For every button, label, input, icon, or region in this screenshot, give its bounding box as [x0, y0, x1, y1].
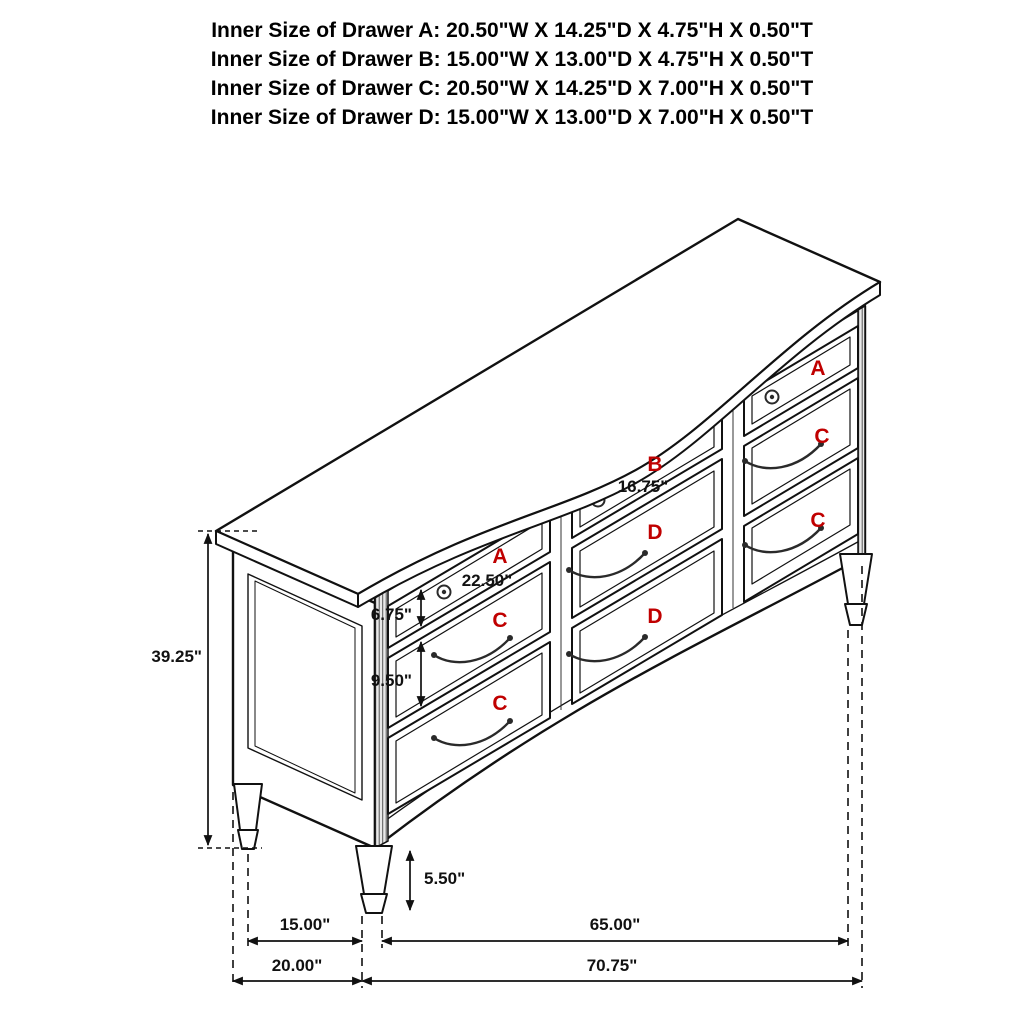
dresser-body — [214, 217, 882, 914]
dim-overall-height: 39.25" — [151, 647, 202, 666]
drawer-bail-handle-icon — [742, 525, 824, 554]
dim-top-drawer-height: 6.75" — [371, 605, 412, 624]
drawer-label-a-right: A — [810, 357, 825, 380]
drawer-label-c-left-middle: C — [492, 609, 507, 632]
dim-front-leg-span: 65.00" — [590, 915, 641, 934]
drawer-bail-handle-icon — [566, 634, 648, 663]
drawer-panel — [395, 520, 543, 638]
header-line-drawer-b: Inner Size of Drawer B: 15.00"W X 13.00"… — [210, 48, 814, 71]
drawer-c-left-middle — [387, 561, 551, 729]
dim-overall-width: 70.75" — [587, 956, 638, 975]
drawer-d-middle — [566, 458, 723, 619]
dim-overall-depth: 20.00" — [272, 956, 323, 975]
drawer-c-right-bottom — [742, 457, 859, 603]
header-line-drawer-d: Inner Size of Drawer D: 15.00"W X 13.00"… — [210, 106, 814, 129]
dim-drawer-a-width: 22.50" — [462, 571, 513, 590]
drawer-letter-labels: A C C B D D A C C — [492, 357, 829, 715]
front-right-leg — [839, 553, 873, 626]
drawer-panel — [395, 652, 543, 804]
drawer-label-a-left: A — [492, 545, 507, 568]
drawer-label-d-middle: D — [647, 521, 662, 544]
drawer-bail-handle-icon — [566, 550, 648, 579]
drawer-inner-size-header: Inner Size of Drawer A: 20.50"W X 14.25"… — [0, 16, 1024, 132]
drawer-d-bottom — [566, 538, 723, 705]
extension-lines — [198, 530, 863, 988]
drawer-panel — [395, 572, 543, 718]
back-left-leg — [233, 783, 263, 850]
drawer-c-right-middle — [742, 377, 859, 517]
drawer-a-right — [743, 325, 859, 437]
drawer-label-c-right-bottom: C — [810, 509, 825, 532]
drawer-label-c-right-middle: C — [814, 425, 829, 448]
drawer-a-left — [387, 509, 551, 649]
drawer-bail-handle-icon — [431, 635, 513, 664]
header-line-drawer-c: Inner Size of Drawer C: 20.50"W X 14.25"… — [210, 77, 814, 100]
corner-pilaster-left — [374, 588, 389, 850]
drawer-bail-handle-icon — [431, 718, 513, 747]
front-left-leg — [355, 845, 393, 914]
drawer-knob-icon — [764, 389, 780, 405]
drawer-panel — [751, 468, 851, 585]
drawer-c-left-bottom — [387, 641, 551, 815]
drawer-panel — [751, 388, 851, 505]
dim-side-leg-span: 15.00" — [280, 915, 331, 934]
left-side-panel — [231, 538, 377, 850]
drawer-bail-handle-icon — [742, 441, 824, 470]
dim-drawer-b-width: 16.75" — [618, 477, 669, 496]
corner-pilaster-right — [857, 304, 866, 563]
dimension-annotations: 39.25" 6.75" 9.50" 5.50" 22.50" 16.75" 1… — [151, 477, 864, 988]
drawer-label-d-bottom: D — [647, 605, 662, 628]
dim-lower-drawer-height: 9.50" — [371, 671, 412, 690]
drawer-label-b: B — [647, 453, 662, 476]
drawer-label-c-left-bottom: C — [492, 692, 507, 715]
dim-leg-height: 5.50" — [424, 869, 465, 888]
header-line-drawer-a: Inner Size of Drawer A: 20.50"W X 14.25"… — [211, 19, 813, 42]
dresser-top — [214, 217, 882, 608]
drawer-knob-icon — [436, 584, 452, 600]
